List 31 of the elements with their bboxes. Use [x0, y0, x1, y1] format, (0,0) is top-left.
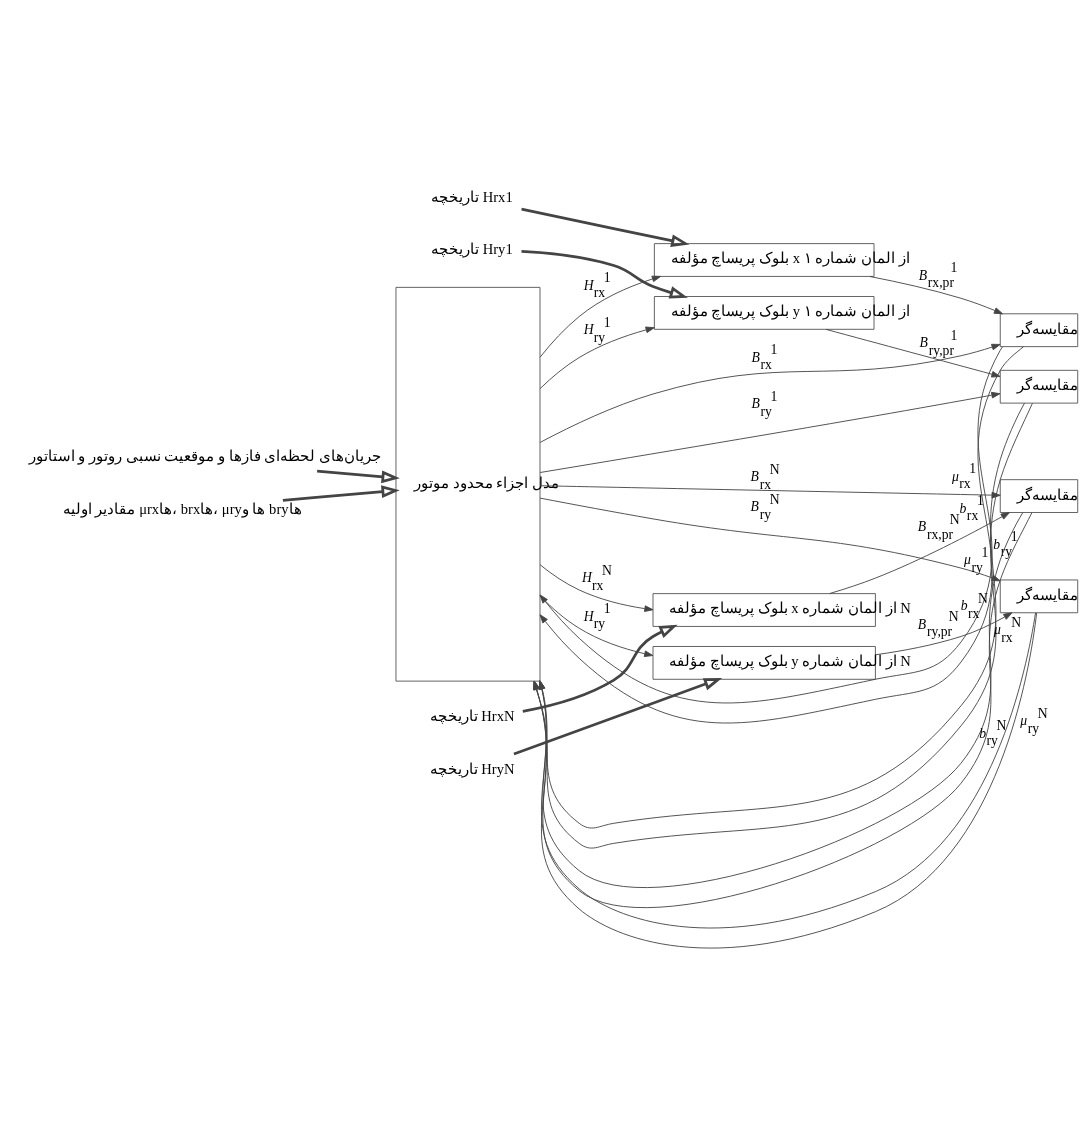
arrow	[825, 328, 1001, 378]
node-text: تاریخچه Hry1	[431, 240, 513, 257]
arrow	[829, 511, 1010, 594]
arrow	[869, 275, 1004, 314]
arrow	[539, 326, 655, 389]
node-text: تاریخچه Hrx1	[431, 188, 513, 205]
arrow	[539, 343, 1001, 443]
arrow	[521, 207, 690, 247]
node-box: مقایسه‌گر	[999, 369, 1079, 404]
arrow	[521, 249, 688, 299]
node-label: مدل اجزاء محدود موتور	[414, 474, 560, 491]
node-text: مقادیر اولیه μrxها، brxها، μryها و bryها	[62, 500, 302, 517]
node-box: مقایسه‌گر	[999, 312, 1079, 347]
arrow	[282, 484, 400, 502]
arrow	[539, 391, 1001, 473]
node-label: بلوک پریساچ مؤلفه y از المان شماره N	[669, 652, 911, 669]
node-box: مقایسه‌گر	[999, 478, 1079, 513]
node-text: تاریخچه HryN	[429, 760, 515, 777]
node-label: بلوک پریساچ مؤلفه x از المان شماره N	[669, 599, 911, 616]
arrow	[513, 677, 723, 755]
arrow	[874, 611, 1013, 655]
arrow	[317, 469, 400, 483]
arrow	[539, 275, 661, 358]
node-text: جریان‌های لحظه‌ای فازها و موقعیت نسبی روتور و استاتور	[28, 447, 381, 464]
node-text: تاریخچه HrxN	[429, 707, 515, 724]
arrow	[522, 624, 678, 713]
node-box: مقایسه‌گر	[999, 579, 1079, 613]
arrow	[539, 594, 654, 657]
node-label: بلوک پریساچ مؤلفه x از المان شماره ۱	[670, 249, 910, 266]
arrow	[539, 563, 654, 612]
node-label: بلوک پریساچ مؤلفه y از المان شماره ۱	[670, 302, 910, 319]
